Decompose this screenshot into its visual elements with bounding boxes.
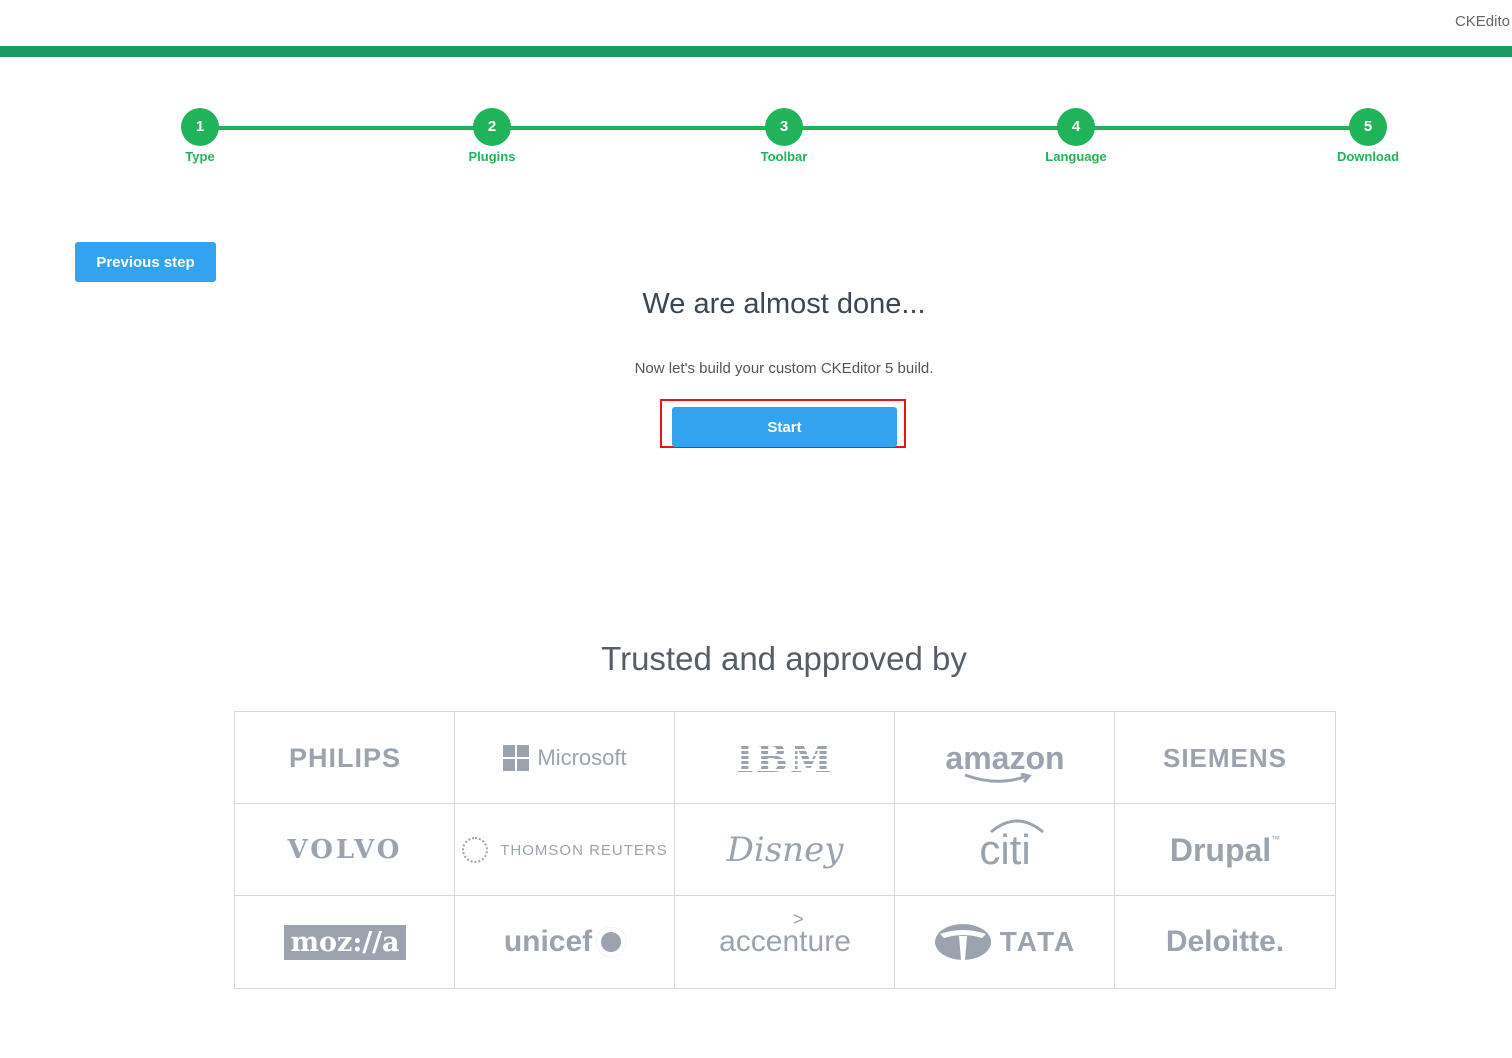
brand-name[interactable]: CKEdito — [1454, 13, 1510, 30]
logo-accenture: > accenture — [719, 909, 851, 958]
step-label: Plugins — [468, 149, 516, 164]
logo-ibm: IBM — [736, 735, 834, 781]
tata-emblem-icon — [934, 924, 991, 960]
logo-mozilla: moz://a — [235, 896, 455, 988]
amazon-smile-icon — [964, 772, 1033, 783]
page-subtext: Now let's build your custom CKEditor 5 b… — [634, 360, 934, 377]
step-number: 4 — [1057, 108, 1095, 146]
grid-divider — [454, 712, 455, 988]
previous-step-button[interactable]: Previous step — [75, 242, 216, 282]
reuters-dots-icon — [462, 837, 489, 863]
step-number: 3 — [765, 108, 803, 146]
grid-divider — [1114, 712, 1115, 988]
logo-grid: PHILIPS Microsoft IBM amazon SIEMENS VOL… — [234, 711, 1336, 989]
grid-divider — [674, 712, 675, 988]
trusted-heading: Trusted and approved by — [601, 640, 967, 677]
logo-unicef: unicef — [455, 896, 675, 988]
step-label: Type — [185, 149, 215, 164]
logo-citi: citi — [895, 804, 1115, 896]
logo-philips: PHILIPS — [288, 742, 402, 773]
step-number: 1 — [181, 108, 219, 146]
accenture-chevron-icon: > — [793, 909, 804, 929]
logo-thomson-reuters: THOMSON REUTERS — [455, 804, 675, 896]
step-label: Download — [1336, 149, 1400, 164]
step-toolbar[interactable]: 3 Toolbar — [724, 108, 844, 164]
logo-microsoft: Microsoft — [455, 712, 675, 804]
step-label: Language — [1045, 149, 1107, 164]
unicef-globe-icon — [596, 927, 627, 957]
step-download[interactable]: 5 Download — [1308, 108, 1428, 164]
step-number: 5 — [1349, 108, 1387, 146]
logo-deloitte: Deloitte. — [1165, 925, 1285, 958]
step-plugins[interactable]: 2 Plugins — [432, 108, 552, 164]
start-highlight-frame — [660, 399, 906, 448]
step-language[interactable]: 4 Language — [1016, 108, 1136, 164]
logo-volvo: VOLVO — [287, 835, 403, 865]
logo-siemens: SIEMENS — [1162, 742, 1288, 773]
top-bar: CKEdito — [0, 0, 1512, 46]
header-accent-bar — [0, 46, 1512, 57]
step-number: 2 — [473, 108, 511, 146]
grid-divider — [894, 712, 895, 988]
citi-arc-icon — [990, 819, 1045, 834]
logo-amazon: amazon — [895, 712, 1115, 804]
grid-divider — [235, 803, 1335, 804]
start-button[interactable]: Start — [672, 407, 897, 447]
windows-icon — [503, 745, 530, 771]
logo-disney: Disney — [726, 830, 844, 870]
trademark-mark: ™ — [1271, 834, 1281, 844]
grid-divider — [235, 895, 1335, 896]
step-type[interactable]: 1 Type — [140, 108, 260, 164]
stepper: 1 Type 2 Plugins 3 Toolbar 4 Language 5 … — [0, 100, 1512, 180]
page-heading: We are almost done... — [642, 288, 926, 320]
logo-tata: TATA — [895, 896, 1115, 988]
step-label: Toolbar — [760, 149, 808, 164]
logo-drupal: Drupal ™ — [1169, 831, 1281, 868]
